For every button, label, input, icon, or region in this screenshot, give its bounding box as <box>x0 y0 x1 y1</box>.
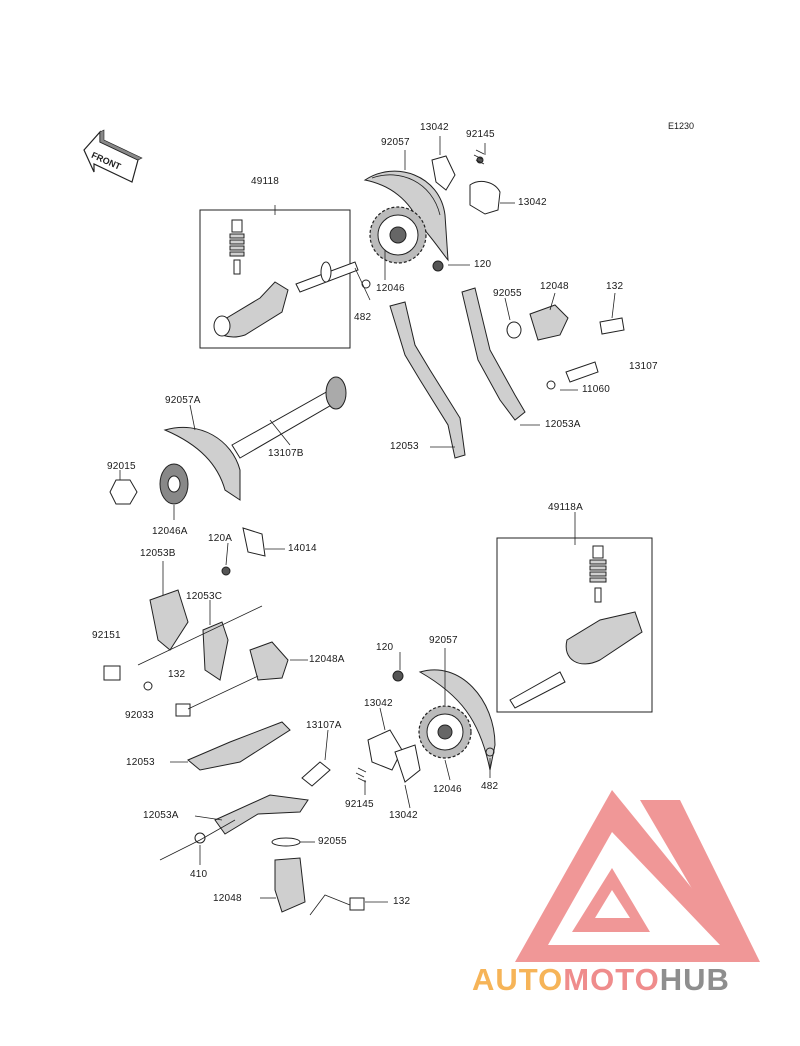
sprocket-top <box>369 206 427 264</box>
chain-guide-12053-top <box>389 301 466 459</box>
label-482-bottom: 482 <box>481 781 499 792</box>
label-12053a-top: 12053A <box>545 419 581 430</box>
label-49118: 49118 <box>251 176 280 187</box>
label-11060: 11060 <box>582 384 611 395</box>
label-13042-bottom: 13042 <box>364 698 393 709</box>
label-92057a: 92057A <box>165 395 201 406</box>
cam-lobe-plates-top <box>431 149 501 215</box>
label-12053b: 12053B <box>140 548 176 559</box>
tensioner-12048-bottom <box>274 857 306 913</box>
label-92145-bottom: 92145 <box>345 799 374 810</box>
tensioner-12048a <box>249 641 289 681</box>
decomp-assembly-49118 <box>213 219 289 338</box>
label-92151: 92151 <box>92 630 121 641</box>
label-12053c: 12053C <box>186 591 223 602</box>
oring-482-top <box>361 279 371 289</box>
bolt-92151 <box>103 665 121 681</box>
bolt-120-bot <box>392 670 404 682</box>
label-13042-bottom2: 13042 <box>389 810 418 821</box>
label-482-top: 482 <box>354 312 372 323</box>
bolt-132-bottom <box>349 897 365 911</box>
washer-92033 <box>143 681 153 691</box>
chain-guide-92057a <box>163 426 241 501</box>
label-14014: 14014 <box>288 543 317 554</box>
bolt-120-top <box>432 260 444 272</box>
label-92033: 92033 <box>125 710 154 721</box>
label-132-top: 132 <box>606 281 624 292</box>
label-12053-top: 12053 <box>390 441 419 452</box>
label-92057-bottom: 92057 <box>429 635 458 646</box>
label-49118a: 49118A <box>548 502 583 513</box>
label-12046a: 12046A <box>152 526 188 537</box>
chain-guide-top-rear <box>363 170 449 262</box>
label-12046-bottom: 12046 <box>433 784 462 795</box>
label-120a: 120A <box>208 533 233 544</box>
label-12046-top: 12046 <box>376 283 405 294</box>
label-12048a: 12048A <box>309 654 345 665</box>
chain-guide-bottom-rear <box>418 669 496 771</box>
label-92057-top: 92057 <box>381 137 410 148</box>
guide-12053b <box>149 589 189 651</box>
label-13042-right: 13042 <box>518 197 547 208</box>
watermark-text: AUTOMOTOHUB <box>472 962 792 1002</box>
nut-92015 <box>109 479 138 505</box>
washer-410 <box>194 832 206 844</box>
label-12048-top: 12048 <box>540 281 569 292</box>
label-12053-bottom: 12053 <box>126 757 155 768</box>
label-12048-bottom: 12048 <box>213 893 242 904</box>
label-13107a: 13107A <box>306 720 342 731</box>
leader-lines <box>119 136 616 916</box>
label-12053a-bottom: 12053A <box>143 810 179 821</box>
label-132-mid: 132 <box>168 669 186 680</box>
oring-482-bot <box>485 747 495 757</box>
label-92055-top: 92055 <box>493 288 522 299</box>
decomp-assembly-49118a <box>509 545 643 709</box>
chain-guide-12053-bottom <box>187 721 291 771</box>
label-132-bottom: 132 <box>393 896 411 907</box>
label-13042-top: 13042 <box>420 122 449 133</box>
diagram-code: E1230 <box>667 121 694 131</box>
bolt-132-mid <box>175 703 191 717</box>
front-arrow-icon <box>83 129 143 183</box>
label-92055-bottom: 92055 <box>318 836 347 847</box>
label-13107b: 13107B <box>268 448 304 459</box>
label-120-top: 120 <box>474 259 492 270</box>
label-13107: 13107 <box>629 361 658 372</box>
guide-12053c <box>202 621 229 681</box>
watermark-part1: AUTO <box>472 962 564 997</box>
camshaft-13107b <box>231 376 347 459</box>
chain-tensioner-12053a-bottom <box>214 794 309 835</box>
label-92145-top: 92145 <box>466 129 495 140</box>
oring-92055-bottom <box>271 837 301 847</box>
label-120-bottom: 120 <box>376 642 394 653</box>
label-410: 410 <box>190 869 208 880</box>
tensioner-12048-top <box>506 304 625 390</box>
watermark-logo <box>515 790 760 962</box>
camshaft-top <box>295 261 359 293</box>
chain-tensioner-12053a-top <box>461 287 526 421</box>
cam-lobe-plates-bottom <box>355 729 421 783</box>
bracket-14014 <box>221 527 266 576</box>
watermark-part3: HUB <box>659 962 730 997</box>
camshaft-13107a <box>301 761 331 787</box>
watermark-part2: MOTO <box>563 962 660 997</box>
sprocket-bottom <box>418 705 472 759</box>
assembly-box-49118a <box>496 537 653 713</box>
label-92015: 92015 <box>107 461 136 472</box>
sprocket-12046a <box>159 463 189 505</box>
